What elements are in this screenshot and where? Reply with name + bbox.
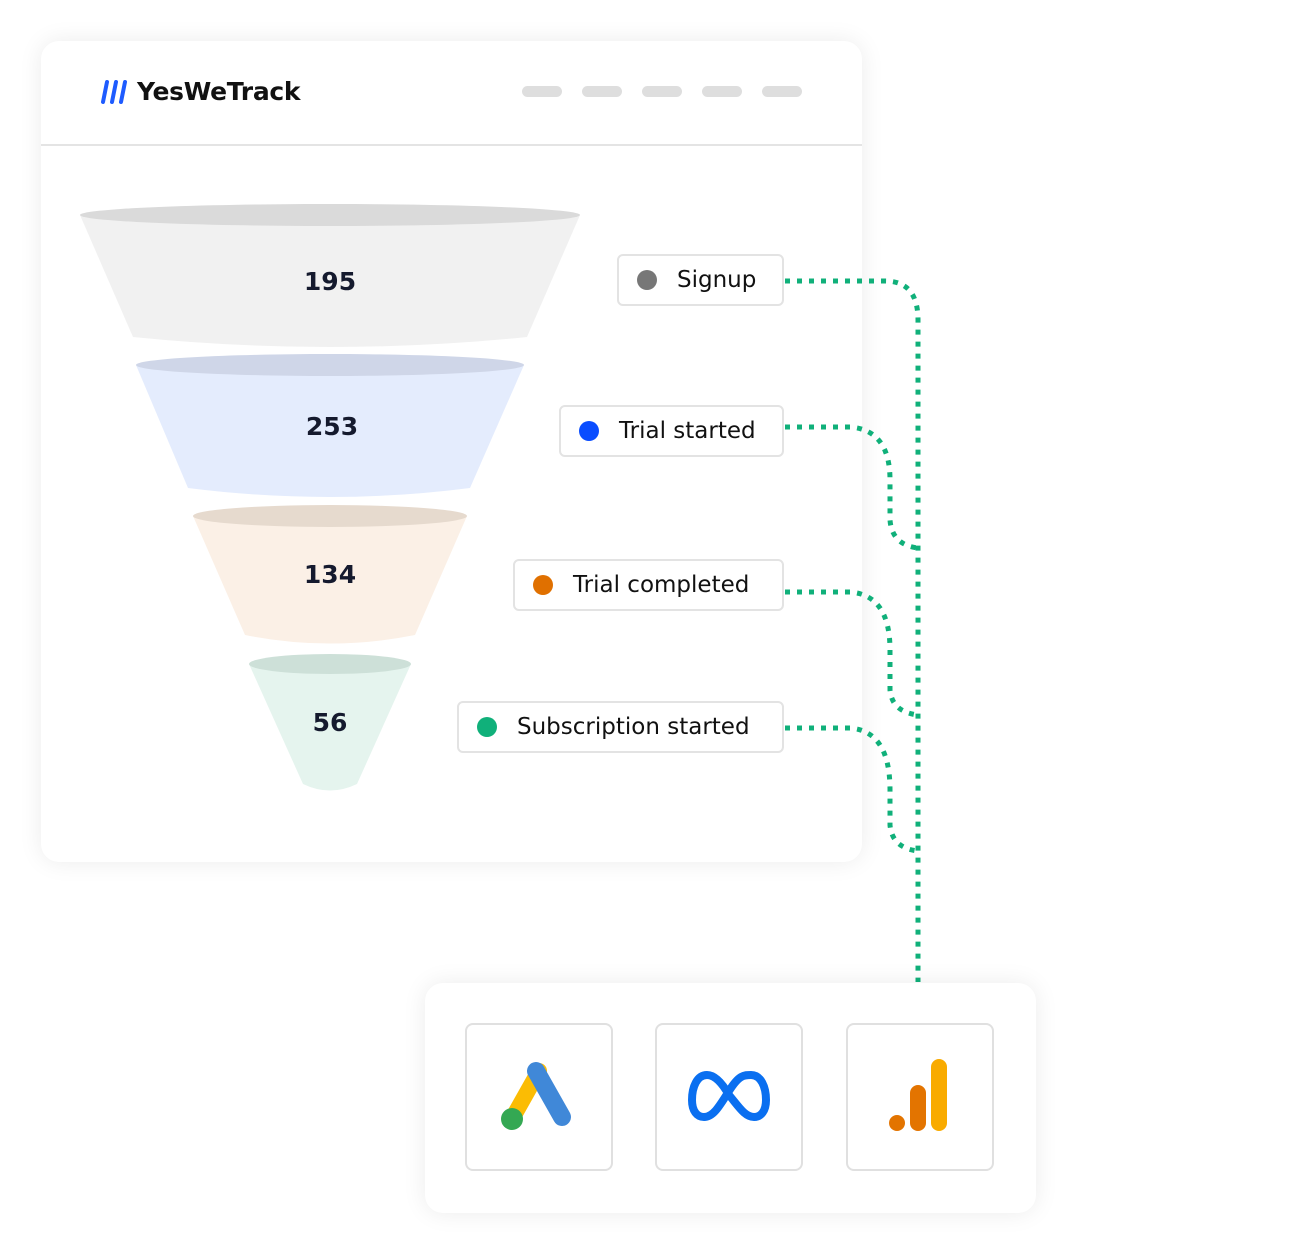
google-analytics-icon bbox=[889, 1059, 947, 1131]
nav-placeholder[interactable] bbox=[522, 86, 562, 97]
event-label-text: Signup bbox=[677, 267, 757, 293]
status-dot-icon bbox=[477, 717, 497, 737]
nav-placeholder[interactable] bbox=[702, 86, 742, 97]
nav-placeholder[interactable] bbox=[642, 86, 682, 97]
funnel-stage-3 bbox=[193, 505, 467, 644]
logo: YesWeTrack bbox=[101, 77, 301, 106]
funnel-stage-4 bbox=[249, 654, 411, 791]
brand-name: YesWeTrack bbox=[137, 77, 301, 106]
connector-lines bbox=[785, 278, 921, 982]
event-label-trial-completed[interactable]: Trial completed bbox=[513, 559, 784, 611]
event-label-subscription-started[interactable]: Subscription started bbox=[457, 701, 784, 753]
status-dot-icon bbox=[533, 575, 553, 595]
event-label-text: Trial completed bbox=[573, 572, 750, 598]
integration-meta[interactable] bbox=[655, 1023, 803, 1171]
google-ads-icon bbox=[501, 1062, 571, 1130]
funnel-stage-2 bbox=[136, 354, 524, 497]
header: YesWeTrack bbox=[41, 41, 862, 146]
funnel-value: 134 bbox=[303, 560, 357, 589]
funnel-value: 253 bbox=[305, 412, 359, 441]
event-label-signup[interactable]: Signup bbox=[617, 254, 784, 306]
event-label-text: Subscription started bbox=[517, 714, 750, 740]
funnel-value: 56 bbox=[312, 708, 348, 737]
integrations-tray bbox=[425, 983, 1036, 1213]
event-label-text: Trial started bbox=[619, 418, 756, 444]
status-dot-icon bbox=[579, 421, 599, 441]
nav-placeholder[interactable] bbox=[582, 86, 622, 97]
event-label-trial-started[interactable]: Trial started bbox=[559, 405, 784, 457]
integration-google-analytics[interactable] bbox=[846, 1023, 994, 1171]
nav-placeholder[interactable] bbox=[762, 86, 802, 97]
logo-slashes-icon bbox=[101, 79, 127, 104]
status-dot-icon bbox=[637, 270, 657, 290]
funnel-stage-1 bbox=[80, 204, 580, 347]
funnel-value: 195 bbox=[303, 267, 357, 296]
meta-icon bbox=[687, 1070, 771, 1122]
integration-google-ads[interactable] bbox=[465, 1023, 613, 1171]
